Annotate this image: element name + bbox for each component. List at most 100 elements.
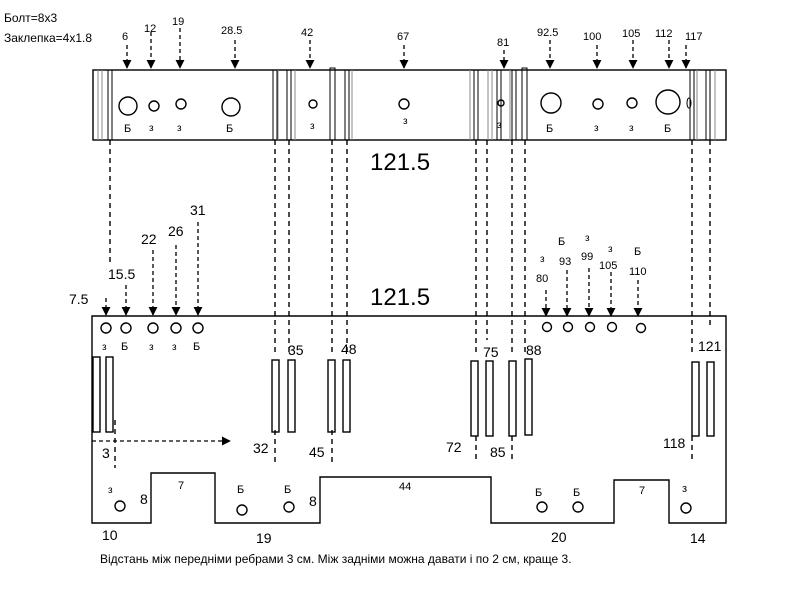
tab-labels: 8 7 8 44 7 [140,480,645,509]
dim-label: 81 [497,37,509,49]
rivet-hole [497,99,505,107]
dim-label: 20 [551,529,567,545]
dim-label: 12 [144,23,156,35]
hole-mark: Б [634,246,641,258]
hole-mark: з [102,342,107,353]
dim-label: 110 [629,266,647,278]
dim-label: 19 [256,530,272,546]
projection-lines [109,140,711,468]
rib-labels: 35 48 75 88 121 3 32 45 72 85 118 [102,338,722,461]
hole-mark: з [149,123,154,134]
dim-label: 112 [655,28,673,40]
rivet-hole [398,98,410,110]
rivet-spec: Заклепка=4х1.8 [4,31,92,45]
hole-mark: з [497,120,502,131]
dim-label: 80 [536,273,548,285]
left-dimension-labels: 7.5 15.5 22 26 31 [69,202,206,307]
dim-label: 22 [141,231,157,247]
hole-mark: Б [226,123,233,135]
hole-mark: Б [193,341,200,353]
hole-mark: з [172,342,177,353]
dim-label: 117 [685,31,703,43]
left-dimension-arrows [101,222,203,316]
ribs [92,356,715,437]
dim-label: 92.5 [537,27,558,39]
bolt-hole [221,97,241,117]
top-dimension-arrows [122,28,691,69]
hole-mark: з [608,244,613,255]
top-dimension-labels: 6 12 19 28.5 42 67 81 92.5 100 105 112 1… [122,16,703,49]
top-plate: Б з з Б з з з Б з з Б [92,67,727,141]
dim-label: 6 [122,31,128,43]
hole-mark: з [149,342,154,353]
dim-label: 44 [399,481,411,493]
dim-label: 48 [341,341,357,357]
dim-label: 8 [309,493,317,509]
dim-label: 100 [583,31,601,43]
dim-label: 19 [172,16,184,28]
dim-label: 72 [446,439,462,455]
left-holes: з Б з з Б [100,322,204,353]
dim-label: 67 [397,31,409,43]
dim-label: 28.5 [221,25,242,37]
rivet-hole [308,99,318,109]
hole-mark: Б [284,484,291,496]
rivet-hole [175,98,187,110]
hole-mark: Б [237,484,244,496]
dim-label: 88 [526,342,542,358]
dim-label: 10 [102,527,118,543]
bolt-spec: Болт=8х3 [4,11,57,25]
bottom-plate-outline [91,315,727,524]
right-holes: з Б з з Б 80 93 99 105 110 [536,233,647,334]
hole-mark: з [594,123,599,134]
bottom-holes: з Б Б Б Б з [108,483,692,516]
dim-label: 7 [178,480,184,492]
dim-label: 8 [140,491,148,507]
top-plate-length: 121.5 [370,149,430,176]
bottom-dimension-labels: 10 19 20 14 [102,527,706,546]
dim-label: 99 [581,251,593,263]
hole-mark: Б [573,487,580,499]
hole-mark: з [682,483,687,495]
hole-mark: Б [546,123,553,135]
dim-label: 42 [301,27,313,39]
bolt-hole [540,92,562,114]
hole-mark: Б [535,487,542,499]
hole-mark: Б [664,123,671,135]
dim-label: 45 [309,444,325,460]
dim-label: 93 [559,256,571,268]
dim-label: 14 [690,530,706,546]
rivet-hole [148,100,160,112]
dim-label: 3 [102,445,110,461]
hole-mark: з [403,116,408,127]
dim-label: 105 [622,28,640,40]
dim-label: 32 [253,440,269,456]
rivet-hole [626,97,638,109]
dim-label: 26 [168,223,184,239]
dim-label: 121 [698,338,722,354]
hole-mark: Б [124,123,131,135]
hole-mark: з [310,121,315,132]
bottom-plate-length: 121.5 [370,284,430,311]
hole-mark: з [108,485,113,496]
bolt-hole [655,89,681,115]
bolt-hole [118,96,138,116]
dim-label: 35 [288,342,304,358]
assembly-note: Відстань між передніми ребрами 3 см. Між… [100,552,572,566]
hole-mark: з [540,254,545,265]
dim-label: 105 [599,260,617,272]
hole-mark: Б [558,236,565,248]
dim-label: 118 [663,435,686,451]
dim-label: 15.5 [108,266,135,282]
hole-mark: Б [121,341,128,353]
dim-label: 31 [190,202,206,218]
dim-label: 7.5 [69,291,89,307]
dim-label: 85 [490,444,506,460]
hole-mark: з [585,233,590,244]
hole-mark: з [629,123,634,134]
rivet-hole [592,98,604,110]
dim-label: 7 [639,485,645,497]
hole-mark: з [177,123,182,134]
dim-label: 75 [483,344,499,360]
